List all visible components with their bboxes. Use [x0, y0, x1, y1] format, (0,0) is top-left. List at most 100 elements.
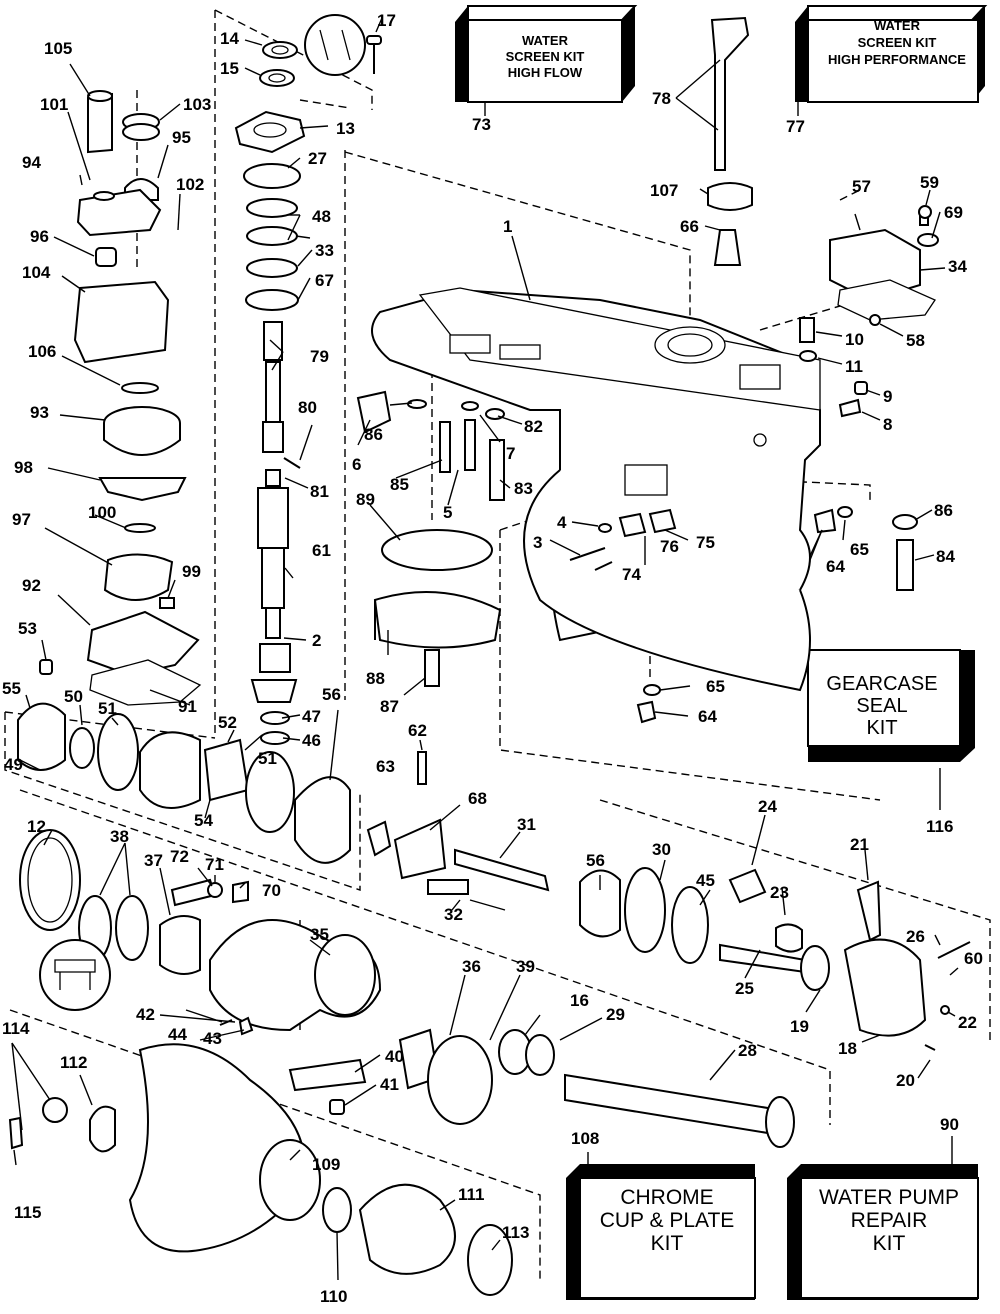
kit-label-line: HIGH PERFORMANCE: [828, 52, 966, 67]
callout-number: 52: [218, 713, 237, 732]
callout-number: 9: [883, 387, 892, 406]
callout-number: 3: [533, 533, 542, 552]
kit-box-chrome-cup-plate[interactable]: CHROME CUP & PLATE KIT 108: [566, 1129, 756, 1300]
driveshaft-stack: [234, 14, 382, 745]
callout-number: 70: [262, 881, 281, 900]
kit-box-gearcase-seal[interactable]: GEARCASE SEAL KIT 116: [807, 649, 975, 836]
kit-label-line: WATER: [522, 33, 569, 48]
callout-number: 61: [312, 541, 331, 560]
callout-number: 31: [517, 815, 536, 834]
callout-number: 1: [503, 217, 512, 236]
callout-number: 8: [883, 415, 892, 434]
callout-number: 17: [377, 11, 396, 30]
callout-number: 13: [336, 119, 355, 138]
callout-number: 116: [926, 817, 953, 836]
callout-number: 24: [758, 797, 777, 816]
callout-number: 51: [258, 749, 277, 768]
kit-box-water-pump-repair[interactable]: WATER PUMP REPAIR KIT 90: [787, 1115, 979, 1300]
callout-number: 96: [30, 227, 49, 246]
kit-label-line: SEAL: [856, 695, 907, 717]
callout-number: 91: [178, 697, 197, 716]
callout-number: 82: [524, 417, 543, 436]
callout-number: 69: [944, 203, 963, 222]
callout-number: 6: [352, 455, 361, 474]
callout-number: 81: [310, 482, 329, 501]
kit-label-line: KIT: [866, 717, 897, 739]
leader-lines: [11, 17, 959, 1281]
callout-number: 89: [356, 490, 375, 509]
callout-number: 93: [30, 403, 49, 422]
callout-number: 72: [170, 847, 189, 866]
callout-number: 63: [376, 757, 395, 776]
kit-label-line: HIGH FLOW: [508, 65, 583, 80]
callout-number: 103: [183, 95, 211, 114]
kit-box-water-screen-high-performance[interactable]: WATER SCREEN KIT HIGH PERFORMANCE 77: [786, 5, 988, 136]
callout-number: 21: [850, 835, 869, 854]
callout-number: 86: [364, 425, 383, 444]
callout-number: 98: [14, 458, 33, 477]
callout-number: 45: [696, 871, 715, 890]
callout-number: 4: [557, 513, 567, 532]
callout-number: 28: [738, 1041, 757, 1060]
callout-number: 5: [443, 503, 452, 522]
callout-number: 51: [98, 699, 117, 718]
callout-number: 88: [366, 669, 385, 688]
callout-number: 73: [472, 115, 491, 134]
callout-number: 62: [408, 721, 427, 740]
kit-label-line: WATER: [874, 18, 921, 33]
callout-number: 108: [571, 1129, 599, 1148]
callout-number: 114: [2, 1019, 30, 1038]
callout-number: 105: [44, 39, 72, 58]
callout-number: 48: [312, 207, 331, 226]
callout-number: 58: [906, 331, 925, 350]
callout-number: 94: [22, 153, 41, 172]
misc-parts-group: [356, 16, 939, 724]
callout-number: 15: [220, 59, 239, 78]
callout-number: 40: [385, 1047, 404, 1066]
callout-number: 74: [622, 565, 641, 584]
callout-number: 7: [506, 444, 515, 463]
callout-number: 111: [458, 1185, 485, 1204]
callout-number: 75: [696, 533, 715, 552]
callout-number: 23: [770, 883, 789, 902]
callout-number: 56: [586, 851, 605, 870]
callout-number: 29: [606, 1005, 625, 1024]
kit-label-line: SCREEN KIT: [506, 49, 585, 64]
callout-number: 97: [12, 510, 31, 529]
callout-number: 99: [182, 562, 201, 581]
assembly-dashed-lines: [4, 9, 991, 1280]
callout-number: 78: [652, 89, 671, 108]
callout-number: 43: [203, 1029, 222, 1048]
kit-box-water-screen-high-flow[interactable]: WATER SCREEN KIT HIGH FLOW 73: [455, 5, 638, 134]
callout-labels: 1 2 3 4 5 6 7 8 9 10 11 12 13 14 15 16 1…: [2, 11, 983, 1306]
callout-number: 25: [735, 979, 754, 998]
callout-number: 42: [136, 1005, 155, 1024]
kit-label-line: WATER PUMP: [819, 1186, 959, 1209]
callout-number: 115: [14, 1203, 41, 1222]
propeller-shaft-group: [8, 702, 971, 1296]
callout-number: 64: [698, 707, 717, 726]
callout-number: 35: [310, 925, 329, 944]
kit-label-line: SCREEN KIT: [858, 35, 937, 50]
callout-number: 106: [28, 342, 56, 361]
water-pump-group: [39, 90, 202, 706]
callout-number: 65: [706, 677, 725, 696]
callout-number: 79: [310, 347, 329, 366]
callout-number: 83: [514, 479, 533, 498]
callout-number: 76: [660, 537, 679, 556]
kit-label-line: GEARCASE: [826, 673, 937, 695]
callout-number: 37: [144, 851, 163, 870]
callout-number: 109: [312, 1155, 340, 1174]
callout-number: 66: [680, 217, 699, 236]
callout-number: 95: [172, 128, 191, 147]
callout-number: 36: [462, 957, 481, 976]
callout-number: 80: [298, 398, 317, 417]
kit-label-line: CHROME: [620, 1186, 713, 1209]
callout-number: 64: [826, 557, 845, 576]
callout-number: 22: [958, 1013, 977, 1032]
callout-number: 32: [444, 905, 463, 924]
callout-number: 11: [845, 357, 863, 376]
callout-number: 102: [176, 175, 204, 194]
callout-number: 27: [308, 149, 327, 168]
callout-number: 26: [906, 927, 925, 946]
